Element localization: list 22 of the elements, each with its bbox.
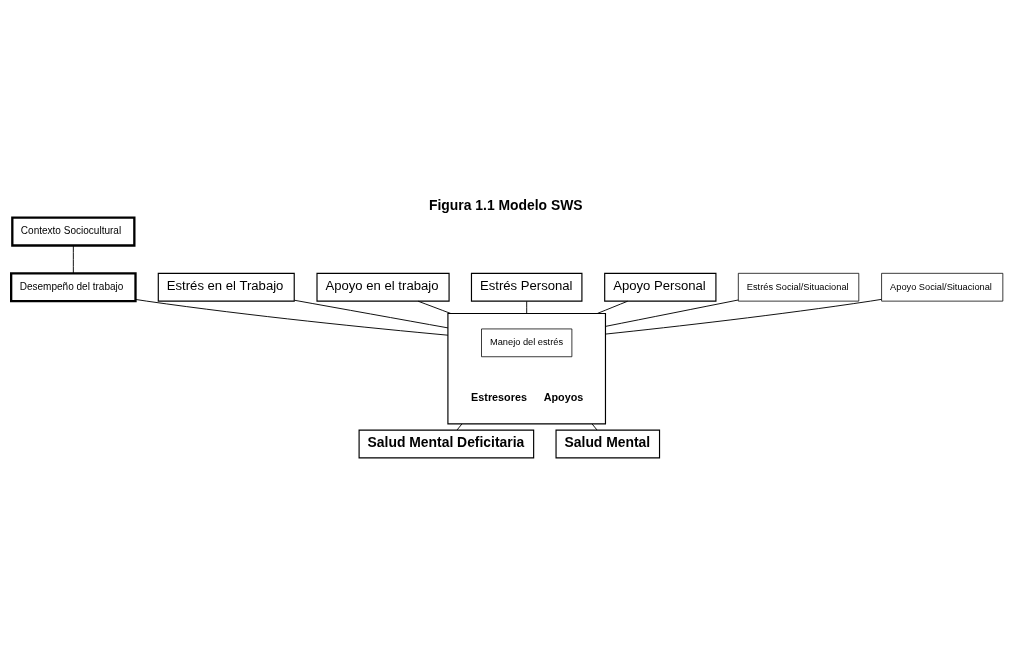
node-box: Desempeño del trabajo xyxy=(10,272,137,303)
connector xyxy=(605,299,739,327)
node-box: Estrés en el Trabajo xyxy=(157,272,295,302)
connector xyxy=(293,299,449,329)
connector xyxy=(456,423,463,431)
connector xyxy=(72,245,74,274)
node-box: Apoyo Social/Situacional xyxy=(881,272,1004,302)
node-box: Manejo del estrés xyxy=(481,328,573,358)
node-box: Salud Mental xyxy=(555,429,661,459)
connector xyxy=(605,298,882,335)
node-box: Apoyo Personal xyxy=(604,272,717,302)
node-box: Apoyo en el trabajo xyxy=(316,272,450,302)
node-box: Contexto Sociocultural xyxy=(11,216,136,247)
connector xyxy=(526,300,528,314)
diagram-title: Figura 1.1 Modelo SWS xyxy=(428,196,583,213)
node-box: Estrés Personal xyxy=(470,272,583,302)
connector xyxy=(417,300,452,314)
node-box: Salud Mental Deficitaria xyxy=(358,429,535,459)
connector xyxy=(591,423,598,431)
connector xyxy=(135,298,449,336)
connector xyxy=(596,300,629,314)
node-box: Estrés Social/Situacional xyxy=(737,272,860,302)
